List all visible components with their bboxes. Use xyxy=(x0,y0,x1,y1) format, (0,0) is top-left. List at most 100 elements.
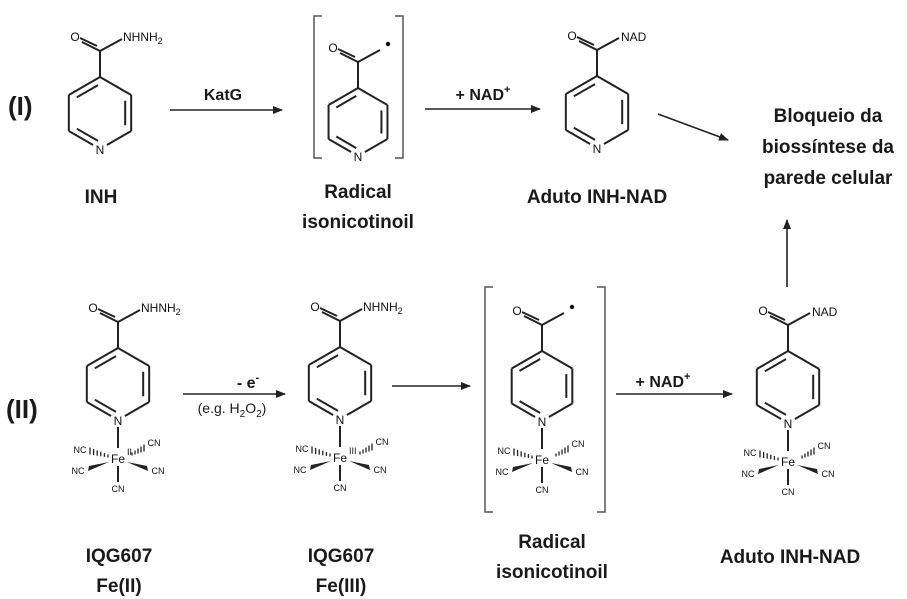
ring-bond xyxy=(364,138,388,153)
ring-double-bond xyxy=(94,355,117,370)
hydrazide-group-main: NHNH xyxy=(363,300,398,314)
oxygen-atom: O xyxy=(70,30,79,44)
nitrogen-atom: N xyxy=(784,417,793,431)
radical-molecule-1: NO xyxy=(327,41,391,164)
iqg607-label-2a: IQG607 xyxy=(308,546,375,567)
iron-atom: Fe xyxy=(333,451,347,465)
inh-label: INH xyxy=(85,187,118,208)
nad-plus-label-1: + NAD+ xyxy=(456,84,511,104)
ring-bond xyxy=(794,404,820,420)
ring-bond xyxy=(308,346,341,366)
nitrogen-atom: N xyxy=(96,143,105,157)
ring-bond xyxy=(99,76,132,96)
ring-bond xyxy=(328,138,352,153)
cyanide-ligand: CN xyxy=(374,465,387,475)
ring-bond xyxy=(596,75,629,95)
ring-double-bond xyxy=(573,126,596,141)
cyanide-ligand: NC xyxy=(74,445,87,455)
radical-dot xyxy=(569,304,575,310)
cyanide-ligand: CN xyxy=(576,467,589,477)
outcome-line-3: parede celular xyxy=(764,168,893,189)
oxidant-label: (e.g. H2O2) xyxy=(198,400,267,420)
ring-bond xyxy=(68,76,101,96)
wedge-bond xyxy=(349,461,370,470)
cyanide-ligand: CN xyxy=(572,439,585,449)
nitrogen-atom: N xyxy=(593,142,602,156)
cyanide-ligand: NC xyxy=(498,446,511,456)
c-n-bond xyxy=(339,308,363,322)
carbonyl-double-bond xyxy=(767,311,786,321)
radical-label-2a: Radical xyxy=(518,532,586,553)
carbonyl-double-bond xyxy=(576,36,595,46)
ring-bond xyxy=(787,350,820,370)
c-h-bond xyxy=(357,49,381,63)
ring-bond xyxy=(511,402,536,418)
carbonyl-bond xyxy=(321,311,341,322)
reaction-arrows xyxy=(170,105,791,398)
cyanide-ligand: NC xyxy=(742,469,755,479)
ring-double-bond xyxy=(519,400,541,414)
oxygen-atom: O xyxy=(310,300,319,314)
radical-label-2b: isonicotinoil xyxy=(496,562,608,583)
cyanide-ligand: NC xyxy=(294,465,307,475)
ring-double-bond xyxy=(519,358,541,372)
carbonyl-bond xyxy=(769,315,789,326)
oxygen-atom: O xyxy=(758,304,767,318)
ring-bond xyxy=(548,402,573,418)
ring-double-bond xyxy=(764,401,787,416)
hydrazide-group-sub: 2 xyxy=(176,307,181,317)
iron-atom: Fe xyxy=(535,453,549,467)
c-nad-bond xyxy=(596,37,620,51)
ring-bond xyxy=(346,400,372,416)
ring-double-bond xyxy=(76,84,99,99)
wedge-bond xyxy=(127,462,148,471)
oxidation-state: II xyxy=(127,447,132,457)
wedge-bond xyxy=(758,465,779,474)
ring-bond xyxy=(565,129,591,145)
cyanide-ligand: CN xyxy=(822,469,835,479)
oxygen-atom: O xyxy=(328,41,337,55)
ring-double-bond xyxy=(335,135,357,149)
wedge-bond xyxy=(310,461,331,470)
ring-bond xyxy=(541,350,573,370)
carbonyl-double-bond xyxy=(97,308,116,318)
nad-group: NAD xyxy=(621,30,647,44)
c-h-bond xyxy=(541,312,565,326)
katg-label: KatG xyxy=(204,87,242,104)
hydrazide-group-sub: 2 xyxy=(158,36,163,46)
cyanide-ligand: CN xyxy=(818,441,831,451)
c-nad-bond xyxy=(787,312,811,326)
oxidation-state: III xyxy=(349,446,357,456)
row2-roman-numeral: (II) xyxy=(6,394,38,424)
radical-label-1b: isonicotinoil xyxy=(302,212,414,233)
outcome-arrow xyxy=(657,113,729,141)
ring-bond xyxy=(308,400,334,416)
carbonyl-bond xyxy=(578,40,598,51)
oxidation-label: - e- xyxy=(237,372,260,392)
radical-brackets xyxy=(484,286,606,513)
ring-bond xyxy=(86,347,119,367)
nad-plus-label-2: + NAD+ xyxy=(636,371,691,391)
ring-double-bond xyxy=(76,127,99,142)
oxygen-atom: O xyxy=(512,304,521,318)
cyanide-ligand: CN xyxy=(334,483,347,493)
ring-bond xyxy=(603,129,629,145)
left-bracket xyxy=(313,15,322,159)
nitrogen-atom: N xyxy=(336,413,345,427)
ring-double-bond xyxy=(316,354,339,369)
nitrogen-atom: N xyxy=(538,415,547,429)
cyanide-ligand: NC xyxy=(496,467,509,477)
ring-bond xyxy=(86,401,112,417)
nad-group: NAD xyxy=(812,305,838,319)
cyanide-ligand: NC xyxy=(72,466,85,476)
radical-dot xyxy=(385,41,391,47)
oxygen-atom: O xyxy=(88,301,97,315)
cyanide-ligand: CN xyxy=(152,466,165,476)
outcome-line-1: Bloqueio da xyxy=(774,106,883,127)
